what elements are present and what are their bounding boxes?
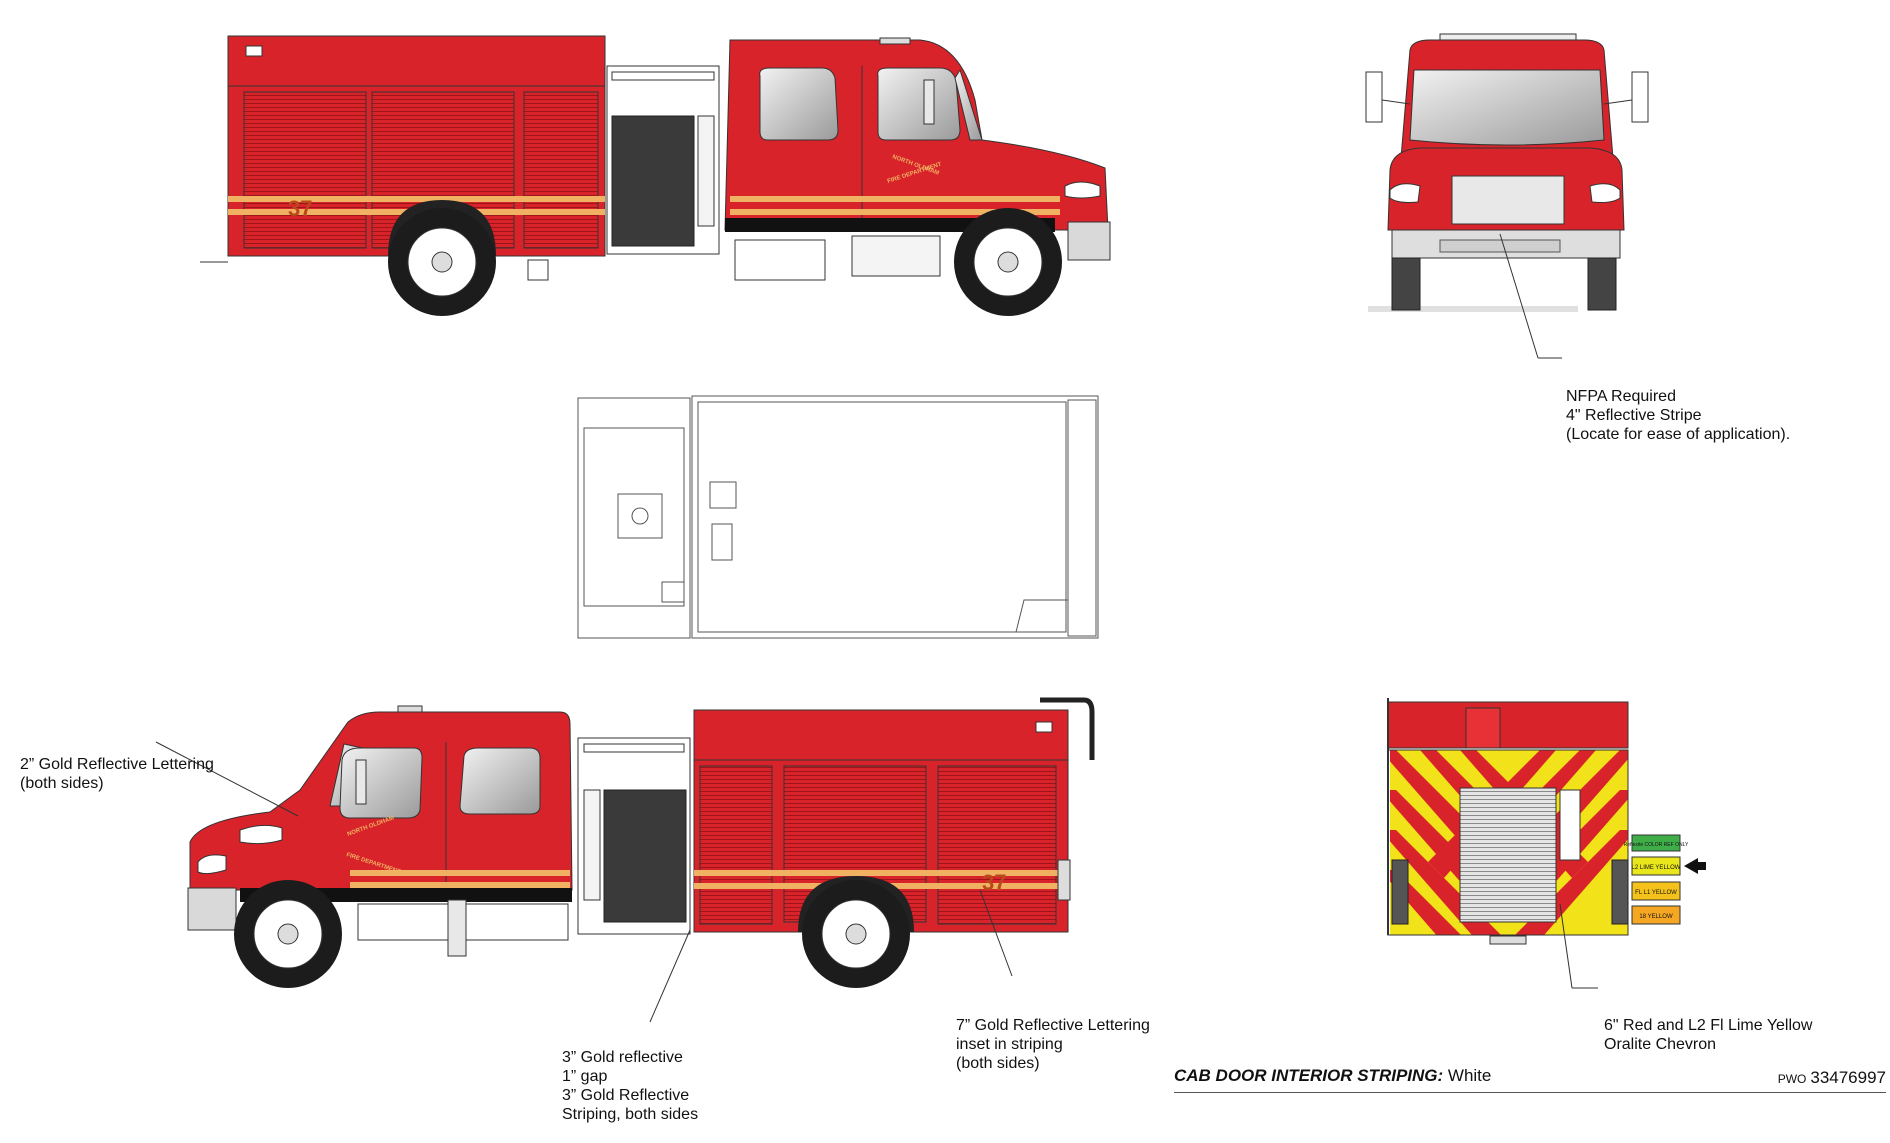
wheel: [954, 208, 1062, 316]
rear-rollup-door: [1459, 787, 1557, 923]
pump-panel-dark: [603, 789, 687, 923]
leader-line: [1559, 903, 1573, 989]
side-view-left: NORTH OLDHAM FIRE DEPARTMENT 37: [155, 697, 1095, 1023]
swatch-label-1: L2 LIME YELLOW: [1632, 865, 1681, 871]
side-view-right: 37 NORTH OLDHAM FIRE DEPARTMENT: [200, 35, 1111, 316]
footer-rule: [1174, 1092, 1886, 1093]
unit-number: 37: [288, 196, 312, 221]
compartment-door: [699, 765, 773, 925]
footer-value: White: [1447, 1066, 1492, 1085]
leader-line: [155, 741, 299, 817]
cab-door-interior-striping: CAB DOOR INTERIOR STRIPING: White: [1174, 1066, 1491, 1086]
callout-2in-lettering: 2” Gold Reflective Lettering(both sides): [20, 756, 214, 792]
leader-line: [1499, 233, 1539, 359]
footer-title: CAB DOOR INTERIOR STRIPING:: [1174, 1066, 1444, 1085]
pwo-value: 33476997: [1810, 1068, 1886, 1087]
wheel: [234, 880, 342, 988]
swatch-label-3: 18 YELLOW: [1639, 914, 1673, 920]
swatch-1: [1631, 856, 1681, 876]
leader-line: [979, 889, 1013, 977]
fire-truck-diagram: 37 NORTH OLDHAM FIRE DEPARTMENT: [155, 33, 1706, 1023]
wheel: [802, 880, 910, 988]
unit-number: 37: [982, 870, 1006, 895]
arrow-left-icon: [1684, 858, 1706, 874]
swatch-label-0: Reflexite COLOR REF ONLY: [1624, 842, 1689, 848]
wheel: [388, 208, 496, 316]
top-view: [577, 395, 1099, 639]
swatch-label-2: FL L1 YELLOW: [1635, 890, 1677, 896]
leader-line: [649, 929, 691, 1023]
compartment-door: [937, 765, 1057, 925]
front-view: [1365, 33, 1649, 359]
color-swatches: Reflexite COLOR REF ONLY L2 LIME YELLOW …: [1624, 834, 1706, 925]
pump-panel-dark: [611, 115, 695, 247]
reflective-stripe-front: [1439, 239, 1561, 253]
rear-view: Reflexite COLOR REF ONLY L2 LIME YELLOW …: [1387, 698, 1706, 989]
compartment-door: [243, 91, 367, 249]
swatch-3: [1631, 905, 1681, 925]
swatch-2: [1631, 881, 1681, 901]
compartment-door: [523, 91, 599, 249]
pwo-label: PWO: [1777, 1072, 1807, 1086]
swatch-0: [1631, 834, 1681, 852]
